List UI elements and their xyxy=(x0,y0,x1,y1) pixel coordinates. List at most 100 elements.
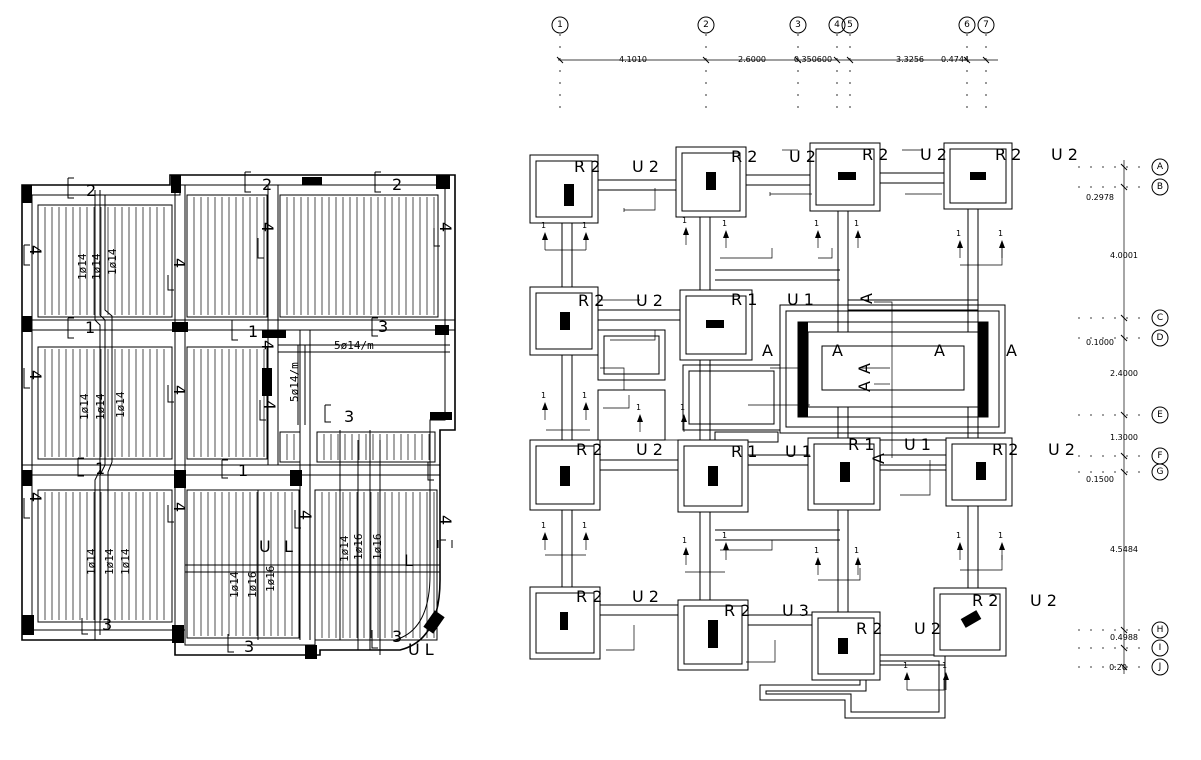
row-grid: ABCDEFGHIJ0.29784.00010.10002.40001.3000… xyxy=(1078,158,1169,676)
svg-text:H: H xyxy=(1157,625,1164,635)
svg-text:J: J xyxy=(1158,662,1162,672)
footing xyxy=(945,437,1013,507)
label-u2-8: U 2 xyxy=(632,587,659,606)
section-a-7: A xyxy=(855,381,874,392)
label-r2-1: R 2 xyxy=(574,157,600,176)
slab-panel xyxy=(186,194,268,318)
bar-label-d1: 1ø14 xyxy=(228,571,241,598)
column-dimension: 4.1010 xyxy=(619,55,647,64)
footing xyxy=(529,286,599,356)
mark-1-a: 1 xyxy=(85,318,95,337)
slab-ul-mark: U L xyxy=(408,640,434,659)
label-r1-1: R 1 xyxy=(731,290,757,309)
svg-text:1: 1 xyxy=(854,219,859,228)
grid-bubble-col-2: 2 xyxy=(697,16,715,112)
svg-text:G: G xyxy=(1157,467,1164,477)
section-arrow: 1 xyxy=(582,391,589,420)
row-dimension: 0.1000 xyxy=(1086,338,1114,347)
column-dimension: 2.6000 xyxy=(738,55,766,64)
svg-text:1: 1 xyxy=(814,219,819,228)
label-r2-8: R 2 xyxy=(576,587,602,606)
bar-label-a3: 1ø14 xyxy=(106,248,119,275)
bar-label-e1: 1ø14 xyxy=(338,535,351,562)
grid-bubble-col-3: 3 xyxy=(789,16,807,112)
section-arrow: 1 xyxy=(541,221,548,250)
row-dimension: 0.1500 xyxy=(1086,475,1114,484)
bar-label-b1: 1ø14 xyxy=(78,393,91,420)
foundation-labels: R 2 U 2 R 2 U 2 R 2 U 2 R 2 U 2 R 2 U 2 … xyxy=(574,145,1078,638)
label-r2-3: R 2 xyxy=(862,145,888,164)
mark-4-c: 4 xyxy=(258,222,277,232)
mark-1-d: 1 xyxy=(238,461,248,480)
mark-4-b: 4 xyxy=(170,258,189,268)
slab-l-mark-b: L xyxy=(404,551,413,570)
svg-text:2: 2 xyxy=(703,20,709,30)
mark-4-j: 4 xyxy=(170,502,189,512)
label-r2-6: R 2 xyxy=(576,440,602,459)
slab-reinforcement-plan xyxy=(21,171,456,659)
footing xyxy=(677,439,749,513)
mark-2-b: 2 xyxy=(262,175,272,194)
row-dimension: 0.2978 xyxy=(1086,193,1114,202)
column-dimension: 0.4744 xyxy=(941,55,969,64)
section-arrow: 1 xyxy=(956,531,963,560)
footing xyxy=(529,439,601,511)
section-arrow: 1 xyxy=(814,546,821,575)
section-arrow: 1 xyxy=(998,229,1005,258)
section-arrow: 1 xyxy=(582,221,589,250)
svg-text:5: 5 xyxy=(847,20,853,30)
footing xyxy=(677,599,749,671)
label-r2-2: R 2 xyxy=(731,147,757,166)
svg-text:1: 1 xyxy=(998,229,1003,238)
svg-text:1: 1 xyxy=(722,531,727,540)
mark-1-b: 1 xyxy=(248,322,258,341)
footings xyxy=(529,142,1013,681)
svg-text:1: 1 xyxy=(582,221,587,230)
mark-4-i: 4 xyxy=(26,492,45,502)
mark-4-k: 4 xyxy=(296,510,315,520)
footing xyxy=(943,142,1013,210)
mark-4-a: 4 xyxy=(26,245,45,255)
svg-text:1: 1 xyxy=(557,20,563,30)
bar-label-b3: 1ø14 xyxy=(114,391,127,418)
svg-text:1: 1 xyxy=(956,531,961,540)
slab-panel xyxy=(316,431,436,463)
row-dimension: 1.3000 xyxy=(1110,433,1138,442)
svg-text:B: B xyxy=(1157,182,1163,192)
footing xyxy=(529,154,599,224)
slab-panel xyxy=(279,194,439,318)
label-u2-3: U 2 xyxy=(920,145,947,164)
section-arrow: 1 xyxy=(722,219,729,248)
svg-text:1: 1 xyxy=(541,221,546,230)
section-arrow: 1 xyxy=(680,403,687,432)
footing xyxy=(807,437,881,511)
slab-labels: 2 2 2 4 4 4 4 1 1 3 4 4 4 4 3 1 1 4 4 4 … xyxy=(26,175,455,659)
section-a-8: A xyxy=(869,453,888,464)
grid-bubble-row-I: I xyxy=(1078,639,1169,657)
section-a-2: A xyxy=(832,341,843,360)
label-r2-9: R 2 xyxy=(724,601,750,620)
svg-text:D: D xyxy=(1157,333,1164,343)
mark-3-b: 3 xyxy=(344,407,354,426)
svg-text:1: 1 xyxy=(541,521,546,530)
bar-label-d2: 1ø16 xyxy=(246,572,259,599)
footing xyxy=(675,146,747,218)
grid-bubble-row-C: C xyxy=(1078,309,1169,327)
svg-text:6: 6 xyxy=(964,20,970,30)
label-u2-2: U 2 xyxy=(789,147,816,166)
svg-text:1: 1 xyxy=(680,403,685,412)
row-dimension: 0.20 xyxy=(1109,663,1127,672)
row-dimension: 4.5484 xyxy=(1110,545,1138,554)
svg-text:1: 1 xyxy=(956,229,961,238)
mark-1-c: 1 xyxy=(95,459,105,478)
label-u1-3: U 1 xyxy=(904,435,931,454)
section-arrow: 1 xyxy=(942,661,949,690)
label-r2-11: R 2 xyxy=(972,591,998,610)
svg-text:C: C xyxy=(1157,313,1163,323)
label-u2-1: U 2 xyxy=(632,157,659,176)
section-arrow: 1 xyxy=(854,219,861,248)
footing xyxy=(811,611,881,681)
svg-text:1: 1 xyxy=(722,219,727,228)
